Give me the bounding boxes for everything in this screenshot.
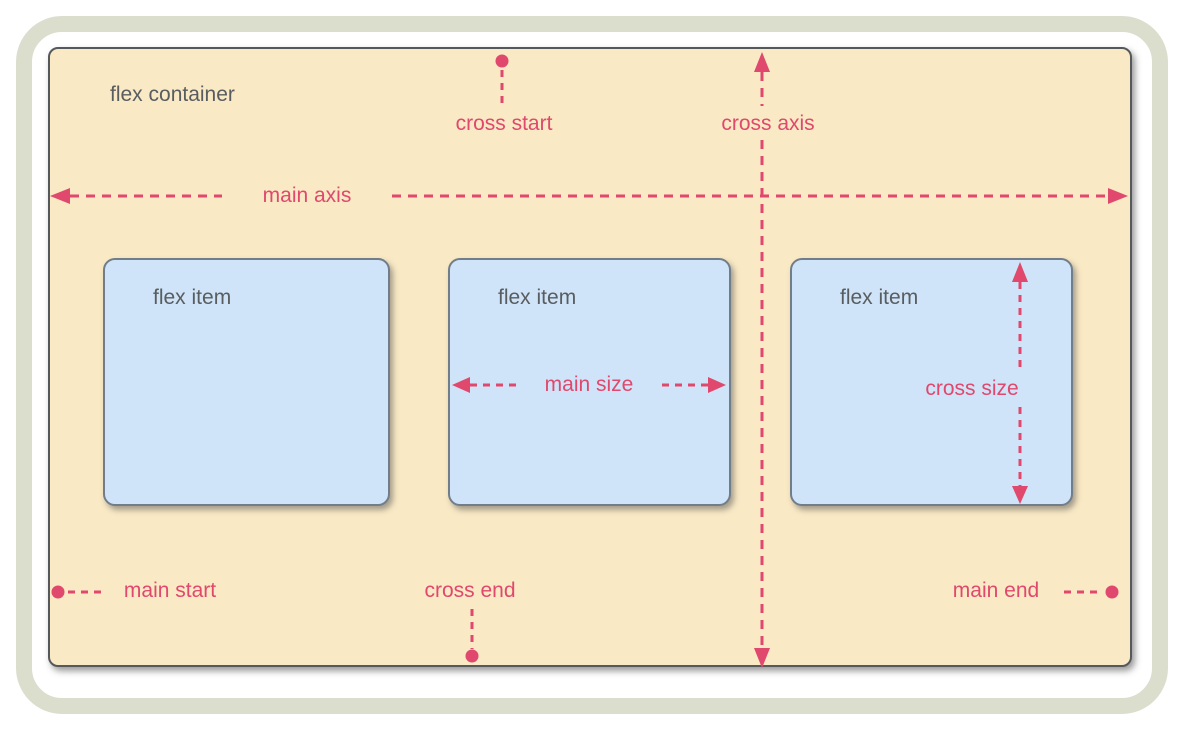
cross-end-label: cross end	[424, 579, 516, 602]
flex-item-2-label: flex item	[498, 286, 577, 309]
cross-size-label: cross size	[922, 377, 1022, 401]
main-start-label: main start	[123, 579, 217, 602]
flex-item-2: flex item	[448, 258, 731, 506]
cross-axis-label: cross axis	[721, 112, 815, 135]
main-size-label: main size	[544, 373, 634, 396]
outer-frame	[16, 16, 1168, 714]
flex-item-1: flex item	[103, 258, 390, 506]
flex-item-3: flex item	[790, 258, 1073, 506]
flex-container-label: flex container	[110, 83, 235, 106]
main-end-label: main end	[952, 579, 1040, 602]
main-axis-label: main axis	[262, 184, 352, 207]
flex-item-1-label: flex item	[153, 286, 232, 309]
cross-start-label: cross start	[455, 112, 553, 135]
flex-item-3-label: flex item	[840, 286, 919, 309]
